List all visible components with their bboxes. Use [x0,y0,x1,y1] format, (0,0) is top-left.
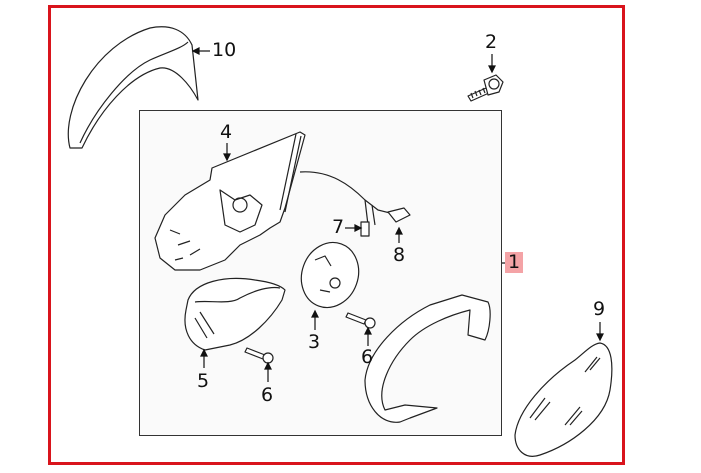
mirror-base-part-4 [154,131,399,271]
callout-6-lower[interactable]: 6 [261,384,274,406]
connector-part-7 [360,221,370,237]
assembly-group-box [139,110,502,436]
bolt-part-2 [467,74,504,102]
callout-10[interactable]: 10 [212,39,237,61]
callout-4[interactable]: 4 [220,121,233,143]
mirror-motor-part-3 [300,241,360,309]
callout-8[interactable]: 8 [393,244,406,266]
screw-part-6-b [345,312,376,329]
trim-ring [364,294,491,423]
callout-6-upper[interactable]: 6 [361,346,374,368]
diagram-frame [48,5,625,465]
callout-3[interactable]: 3 [308,331,321,353]
callout-2[interactable]: 2 [485,31,498,53]
housing-part-5 [184,277,286,351]
callout-9[interactable]: 9 [593,298,606,320]
connector-part-8 [387,207,411,223]
callout-1[interactable]: 1 [505,252,524,273]
screw-part-6-a [244,347,274,364]
mirror-glass-part-9 [514,342,613,457]
mirror-cap-part-10 [67,26,199,149]
callout-7[interactable]: 7 [332,216,345,238]
callout-5[interactable]: 5 [197,370,210,392]
